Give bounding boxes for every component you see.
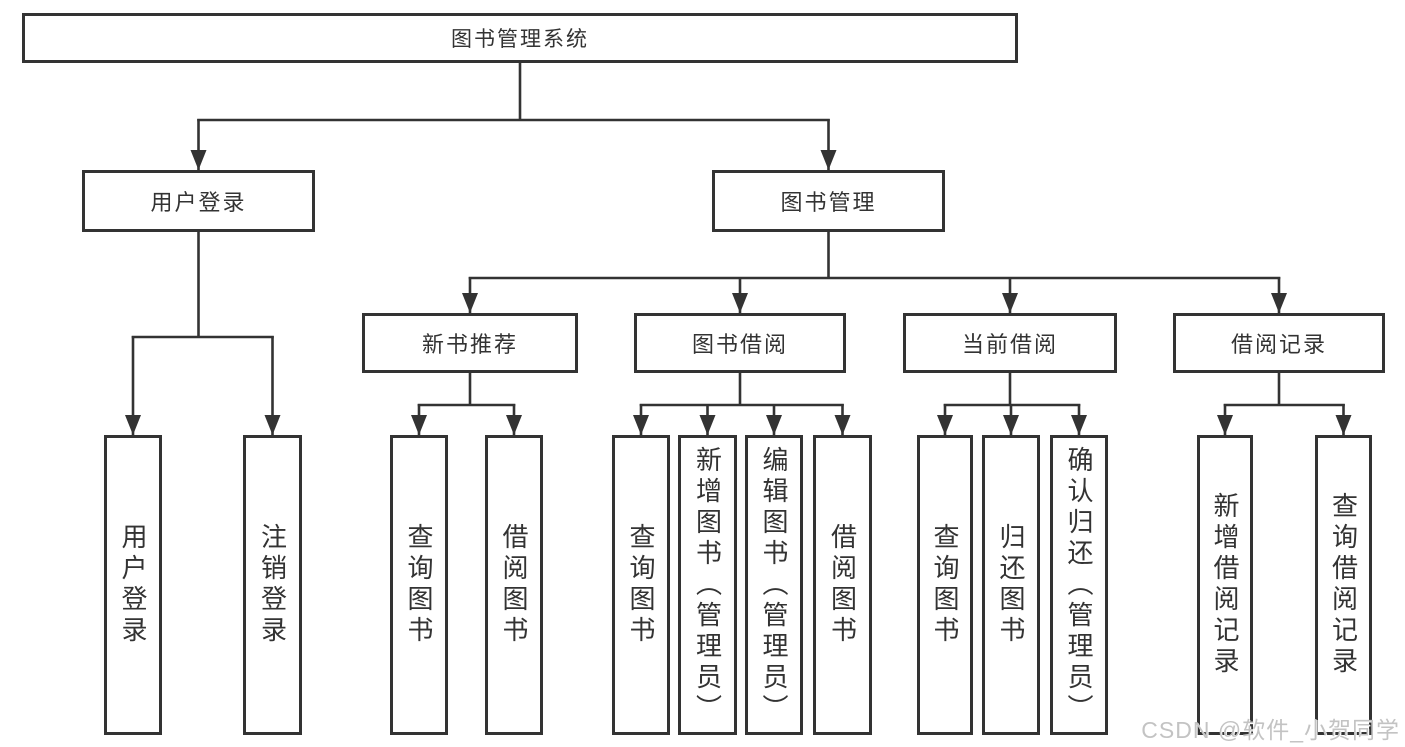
node-leaf-query-books-current-label: 查询图书 <box>930 523 960 647</box>
node-leaf-return-books: 归还图书 <box>982 435 1040 735</box>
node-leaf-user-login: 用户登录 <box>104 435 162 735</box>
node-user-login-label: 用户登录 <box>150 190 247 215</box>
node-borrowing-records: 借阅记录 <box>1173 313 1385 373</box>
node-book-management: 图书管理 <box>712 170 945 232</box>
node-borrowing-records-label: 借阅记录 <box>1230 332 1327 357</box>
node-leaf-confirm-return-admin: 确认归还（管理员） <box>1050 435 1108 735</box>
node-leaf-borrow-books-borrowing-label: 借阅图书 <box>827 523 858 647</box>
node-book-management-system: 图书管理系统 <box>22 13 1018 63</box>
csdn-watermark: CSDN @软件_小贺同学 <box>1141 717 1400 743</box>
node-book-management-label: 图书管理 <box>780 190 877 215</box>
node-leaf-logout: 注销登录 <box>243 435 302 735</box>
node-book-borrowing: 图书借阅 <box>634 313 846 373</box>
node-leaf-add-borrow-record-label: 新增借阅记录 <box>1210 492 1240 678</box>
node-leaf-query-books-recommend-label: 查询图书 <box>404 523 434 647</box>
node-current-borrowing: 当前借阅 <box>903 313 1117 373</box>
node-leaf-logout-label: 注销登录 <box>257 523 288 647</box>
node-leaf-confirm-return-admin-label: 确认归还（管理员） <box>1064 445 1094 725</box>
node-leaf-return-books-label: 归还图书 <box>996 523 1026 647</box>
node-leaf-edit-books-admin-label: 编辑图书（管理员） <box>759 445 789 725</box>
node-leaf-add-borrow-record: 新增借阅记录 <box>1197 435 1253 735</box>
node-current-borrowing-label: 当前借阅 <box>961 332 1058 357</box>
node-leaf-borrow-books-borrowing: 借阅图书 <box>813 435 872 735</box>
node-leaf-query-borrow-record: 查询借阅记录 <box>1315 435 1372 735</box>
node-new-book-recommend: 新书推荐 <box>362 313 578 373</box>
node-user-login: 用户登录 <box>82 170 315 232</box>
node-leaf-user-login-label: 用户登录 <box>118 523 148 647</box>
node-leaf-borrow-books-recommend-label: 借阅图书 <box>499 523 529 647</box>
node-leaf-borrow-books-recommend: 借阅图书 <box>485 435 543 735</box>
node-new-book-recommend-label: 新书推荐 <box>421 332 518 357</box>
node-book-borrowing-label: 图书借阅 <box>691 332 788 357</box>
node-leaf-add-books-admin: 新增图书（管理员） <box>678 435 737 735</box>
node-leaf-query-books-borrowing: 查询图书 <box>612 435 670 735</box>
node-leaf-query-books-recommend: 查询图书 <box>390 435 448 735</box>
node-leaf-edit-books-admin: 编辑图书（管理员） <box>745 435 803 735</box>
node-leaf-query-borrow-record-label: 查询借阅记录 <box>1328 492 1359 678</box>
node-leaf-query-books-borrowing-label: 查询图书 <box>626 523 656 647</box>
node-leaf-add-books-admin-label: 新增图书（管理员） <box>692 445 723 725</box>
node-book-management-system-label: 图书管理系统 <box>451 28 589 51</box>
node-leaf-query-books-current: 查询图书 <box>917 435 973 735</box>
